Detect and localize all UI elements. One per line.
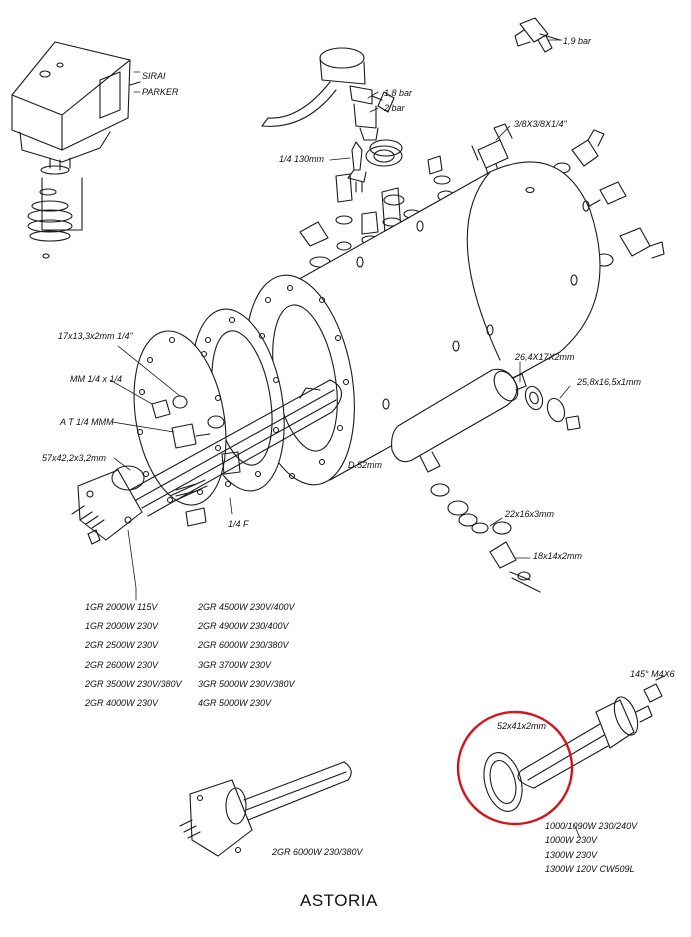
heating-element (71, 379, 343, 545)
element-item: 1300W 120V CW509L (545, 864, 635, 875)
label-element-6000: 2GR 6000W 230/380V (272, 847, 363, 857)
element-item: 2GR 4900W 230/400V (198, 621, 289, 632)
element-item: 2GR 2500W 230V (85, 640, 159, 651)
valve-1-9-bar (514, 17, 561, 53)
label-gasket-57: 57x42,2x3,2mm (42, 453, 107, 463)
element-list-col1: 1GR 2000W 115V 1GR 2000W 230V 2GR 2500W … (85, 602, 182, 718)
side-tank (391, 368, 527, 473)
safety-valve (261, 47, 395, 141)
element-item: 2GR 2600W 230V (85, 659, 159, 670)
label-pressostat: SIRAI PARKER (142, 71, 179, 97)
label-gasket-26: 26,4X17X2mm (515, 352, 575, 362)
element-item: 3GR 5000W 230V/380V (198, 678, 295, 689)
label-gasket-18: 18x14x2mm (533, 551, 583, 561)
element-item: 1300W 230V (545, 849, 598, 860)
element-item: 3GR 3700W 230V (198, 659, 272, 670)
probe-130mm (347, 139, 403, 193)
label-valve-1-8-bar: 1,8 bar (384, 88, 413, 98)
label-gasket-25: 25,8x16,5x1mm (577, 377, 642, 387)
label-gasket-22: 22x16x3mm (505, 509, 555, 519)
highlight-circle (456, 710, 574, 826)
label-fitting-at: A T 1/4 MMM (60, 417, 114, 427)
side-gaskets (430, 385, 581, 593)
element-item: 4GR 5000W 230V (198, 697, 272, 708)
element-item: 1GR 2000W 115V (85, 602, 158, 612)
element-list-col2: 2GR 4500W 230V/400V 2GR 4900W 230/400V 2… (198, 602, 295, 718)
element-item: 2GR 4500W 230V/400V (198, 602, 295, 612)
leader-lines (109, 39, 581, 839)
label-valve-1-9-bar: 1,9 bar (563, 36, 592, 46)
label-tee-fitting: 3/8X3/8X1/4" (514, 119, 567, 129)
element-item: 2GR 3500W 230V/380V (85, 678, 182, 689)
gasket-52x41 (483, 752, 523, 812)
element-item: 1GR 2000W 230V (85, 621, 159, 632)
label-valve-2-bar: 2 bar (384, 103, 405, 113)
large-heating-element (179, 761, 352, 857)
label-fitting-145: 145° M4X6 (630, 669, 675, 679)
small-heating-element (517, 675, 665, 789)
pressostat (11, 41, 141, 259)
brand-logo-text: ASTORIA (300, 891, 378, 910)
label-fitting-f: 1/4 F (228, 519, 249, 529)
element-item: 2GR 4000W 230V (85, 697, 159, 708)
label-fitting-mm: MM 1/4 x 1/4 (70, 374, 123, 384)
label-probe: 1/4 130mm (279, 154, 325, 164)
small-element-list: 1000/1090W 230/240V 1000W 230V 1300W 230… (545, 821, 638, 880)
element-item: 1000/1090W 230/240V (545, 821, 638, 831)
label-gasket-17: 17x13,3x2mm 1/4" (58, 331, 133, 341)
label-diameter: D.52mm (348, 460, 383, 470)
element-item: 1000W 230V (545, 835, 598, 846)
element-item: 2GR 6000W 230/380V (198, 640, 289, 651)
label-gasket-52: 52x41x2mm (497, 721, 547, 731)
